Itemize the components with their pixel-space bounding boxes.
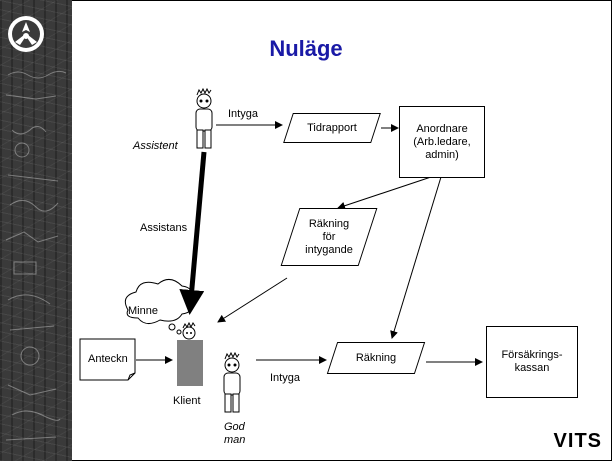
intyga-top-label: Intyga	[228, 108, 258, 120]
intyga-bottom-label: Intyga	[270, 372, 300, 384]
god-man-label-line2: man	[224, 434, 246, 446]
arrow-anordnare-rakning	[390, 176, 442, 339]
university-logo-icon	[8, 16, 44, 52]
anteckn-label: Anteckn	[88, 353, 128, 365]
anordnare-line2: (Arb.ledare,	[413, 135, 471, 148]
rakning-label: Räkning	[355, 351, 397, 364]
forsakringskassan-box: Försäkrings- kassan	[486, 326, 578, 398]
anordnare-line3: admin)	[425, 148, 459, 161]
god-man-label-line1: God	[224, 421, 245, 433]
chalkboard-sidebar	[0, 0, 72, 461]
minne-label: Minne	[128, 305, 158, 317]
rakning-intyg-line3: intygande	[305, 243, 353, 256]
assistent-figure	[195, 87, 213, 149]
klient-label: Klient	[173, 395, 201, 407]
rakning-box: Räkning	[326, 342, 426, 374]
god-man-figure	[223, 351, 241, 413]
forsakring-line2: kassan	[514, 362, 550, 374]
klient-figure	[177, 321, 203, 386]
anteckn-note	[79, 338, 136, 381]
tidrapport-label: Tidrapport	[307, 121, 357, 134]
rakning-for-intygande-box: Räkning för intygande	[280, 208, 378, 266]
assistans-label: Assistans	[140, 222, 188, 234]
arrow-rakning-intyg-klient	[217, 277, 288, 323]
assistent-label: Assistent	[133, 140, 178, 152]
anordnare-box: Anordnare (Arb.ledare, admin)	[399, 106, 485, 178]
vits-logo: VITS	[553, 430, 602, 452]
tidrapport-box: Tidrapport	[283, 113, 381, 143]
arrow-anordnare-rakning-intyg	[337, 176, 432, 210]
forsakring-line1: Försäkrings-	[501, 349, 563, 361]
anordnare-line1: Anordnare	[416, 122, 468, 135]
chalk-scribbles	[5, 70, 67, 441]
rakning-intyg-line2: för	[322, 230, 336, 243]
slide-title: Nuläge	[269, 36, 343, 61]
arrow-assistans	[179, 151, 207, 315]
rakning-intyg-line1: Räkning	[308, 217, 350, 230]
